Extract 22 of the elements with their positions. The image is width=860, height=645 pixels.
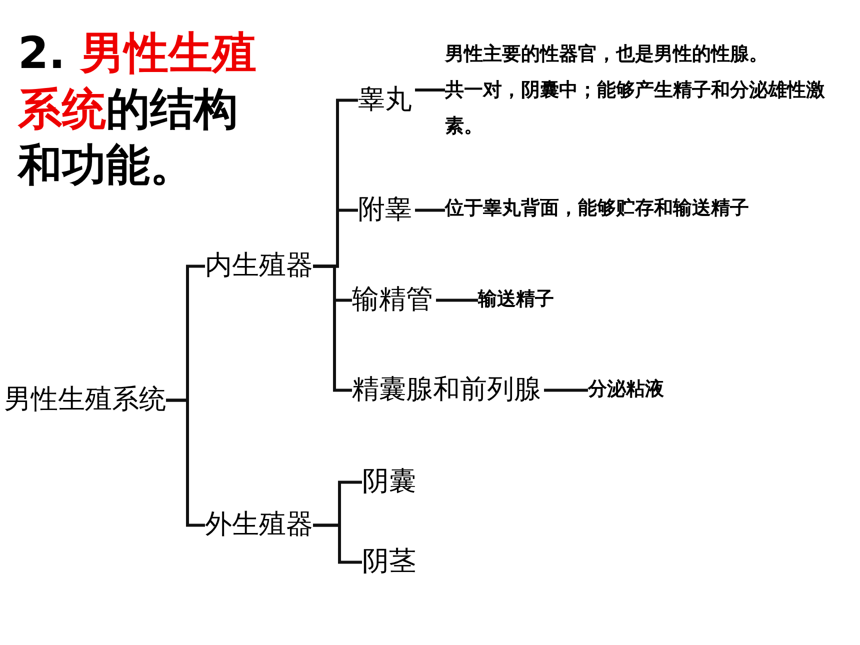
connector-line	[415, 88, 445, 92]
description-text: 位于睾丸背面，能够贮存和输送精子	[445, 194, 845, 222]
term-text: 精囊腺和前列腺	[352, 370, 541, 410]
connector-line	[166, 398, 205, 527]
description-text: 共一对，阴囊中；能够产生精子和分泌雄性激素。	[445, 78, 826, 139]
term-text: 阴茎	[362, 542, 416, 582]
term-text: 附睾	[358, 190, 412, 230]
term-text: 输精管	[352, 280, 433, 320]
connector-line	[313, 524, 362, 564]
description-text: 男性主要的性器官，也是男性的性腺。	[445, 42, 769, 67]
term-text: 内生殖器	[205, 246, 313, 286]
term-text: 外生殖器	[205, 505, 313, 546]
description-text: 输送精子	[478, 285, 554, 314]
connector-line	[415, 208, 445, 212]
connector-line	[313, 264, 352, 392]
term-text: 男性生殖系统	[4, 380, 166, 420]
description-text: 分泌粘液	[588, 375, 664, 404]
title: 2. 男性生殖系统的结构和功能。	[18, 27, 258, 193]
connector-line	[544, 388, 588, 392]
connector-line	[436, 298, 478, 302]
term-text: 睾丸	[358, 80, 412, 120]
term-text: 阴囊	[362, 462, 416, 502]
